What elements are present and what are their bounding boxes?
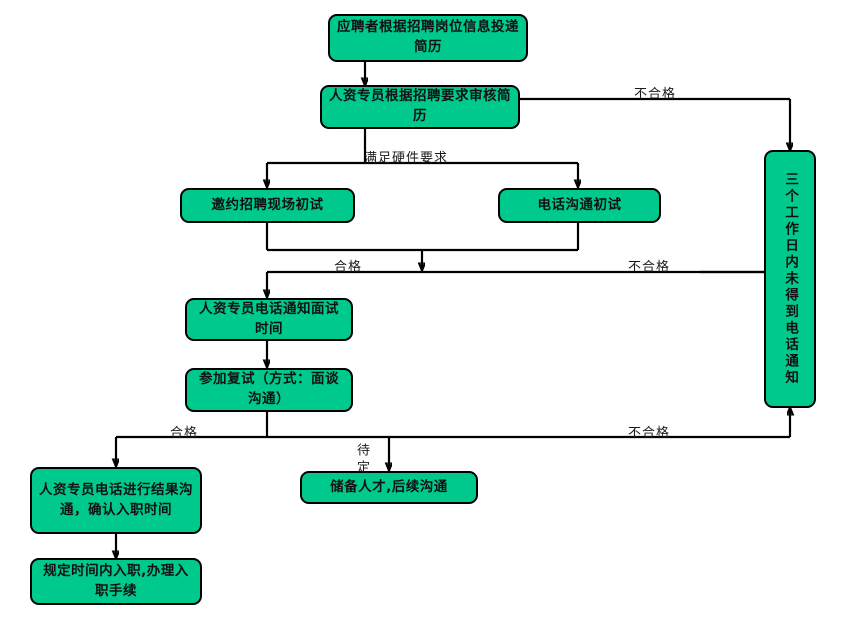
edge-label-meet-requirement: 满足硬件要求 bbox=[364, 151, 449, 166]
edge-label-fail-first: 不合格 bbox=[628, 260, 671, 275]
node-onsite-interview[interactable]: 邀约招聘现场初试 bbox=[180, 188, 355, 223]
node-notify-interview-time-label: 人资专员电话通知面试时间 bbox=[199, 300, 339, 337]
node-phone-interview[interactable]: 电话沟通初试 bbox=[498, 188, 661, 223]
node-onsite-interview-label: 邀约招聘现场初试 bbox=[211, 196, 324, 213]
edge-label-pending: 待定 bbox=[354, 443, 369, 477]
node-talent-pool[interactable]: 储备人才,后续沟通 bbox=[300, 471, 478, 504]
node-second-interview-label: 参加复试（方式：面谈沟通） bbox=[199, 371, 339, 407]
node-talent-pool-label: 储备人才,后续沟通 bbox=[330, 478, 448, 495]
edge-label-fail-second: 不合格 bbox=[628, 426, 671, 441]
node-screen-resume[interactable]: 人资专员根据招聘要求审核简历 bbox=[320, 85, 520, 129]
node-no-phone-reply-label: 三个工作日内未得到电话通知 bbox=[782, 171, 799, 387]
node-no-phone-reply[interactable]: 三个工作日内未得到电话通知 bbox=[764, 150, 816, 408]
node-confirm-onboard-time[interactable]: 人资专员电话进行结果沟通，确认入职时间 bbox=[30, 467, 202, 534]
edge-label-fail-screen: 不合格 bbox=[634, 87, 677, 102]
node-screen-resume-label: 人资专员根据招聘要求审核简历 bbox=[329, 88, 511, 124]
node-second-interview[interactable]: 参加复试（方式：面谈沟通） bbox=[185, 368, 353, 412]
edge-label-pass-first: 合格 bbox=[334, 260, 363, 275]
node-confirm-onboard-time-label: 人资专员电话进行结果沟通，确认入职时间 bbox=[39, 481, 193, 518]
edge-label-pass-second: 合格 bbox=[170, 426, 199, 441]
node-apply-label: 应聘者根据招聘岗位信息投递简历 bbox=[337, 19, 519, 55]
node-apply[interactable]: 应聘者根据招聘岗位信息投递简历 bbox=[328, 14, 528, 62]
node-notify-interview-time[interactable]: 人资专员电话通知面试时间 bbox=[185, 298, 353, 341]
node-onboarding[interactable]: 规定时间内入职,办理入职手续 bbox=[30, 558, 202, 605]
node-onboarding-label: 规定时间内入职,办理入职手续 bbox=[43, 562, 189, 599]
node-phone-interview-label: 电话沟通初试 bbox=[537, 196, 622, 213]
